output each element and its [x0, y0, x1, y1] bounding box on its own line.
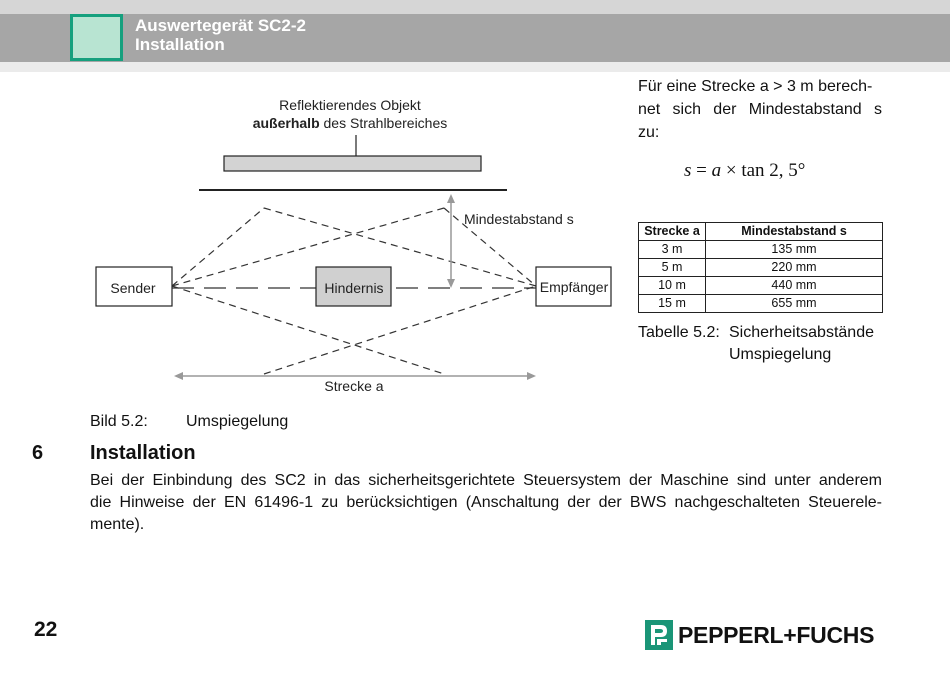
table-caption-line2: Umspiegelung [729, 346, 832, 363]
receiver-box [535, 266, 612, 307]
table-cell: 220 mm [705, 258, 883, 277]
table-header-cell: Mindestabstand s [705, 222, 883, 241]
pf-logo-icon [645, 620, 673, 650]
table-cell: 655 mm [705, 294, 883, 313]
beam-cross-1 [171, 285, 445, 375]
intro-word: der [713, 101, 737, 118]
intro-line-2: net sich der Mindestabstand s [638, 98, 882, 121]
table-caption-label: Tabelle 5.2: [638, 324, 720, 341]
table-header-cell: Strecke a [638, 222, 706, 241]
table-row: 3 m 135 mm [638, 240, 883, 259]
body-line: die Hinweise der EN 61496-1 zu berücksic… [90, 494, 882, 511]
figure-caption-text: Umspiegelung [186, 413, 289, 430]
body-line: Bei der Einbindung des SC2 in das sicher… [90, 472, 882, 489]
mirroring-diagram: Reflektierendes Objekt außerhalb des Str… [95, 97, 612, 394]
body-line: mente). [90, 516, 145, 533]
table-cell: 440 mm [705, 276, 883, 295]
table-cell: 3 m [638, 240, 706, 259]
header-under-strip [0, 62, 950, 72]
intro-word: s [873, 101, 882, 118]
figure-caption-label: Bild 5.2: [90, 413, 148, 430]
table-row: 10 m 440 mm [638, 276, 883, 295]
page-number: 22 [34, 618, 58, 641]
header-accent-square [70, 14, 123, 61]
min-distance-arrowhead-top [447, 194, 455, 203]
table-cell: 135 mm [705, 240, 883, 259]
distance-label: Strecke a [324, 378, 383, 394]
intro-line-3: zu: [638, 124, 660, 141]
table-cell: 10 m [638, 276, 706, 295]
object-label-bold: außerhalb [253, 115, 320, 131]
logo-text: PEPPERL+FUCHS [678, 621, 875, 648]
section-body: Bei der Einbindung des SC2 in das sicher… [90, 470, 882, 536]
header-bar [0, 14, 950, 62]
beam-reflect-1 [171, 207, 445, 287]
formula: s = a × tan 2, 5° [684, 160, 805, 182]
sender-label: Sender [110, 280, 155, 296]
header-subtitle: Installation [135, 35, 225, 54]
formula-equals: = [691, 160, 712, 181]
table-header-row: Strecke a Mindestabstand s [638, 222, 883, 241]
section-title: Installation [90, 442, 196, 464]
object-label-rest: des Strahlbereiches [320, 115, 448, 131]
min-distance-label: Mindestabstand s [464, 211, 574, 227]
safety-distance-table: Strecke a Mindestabstand s 3 m 135 mm 5 … [638, 222, 883, 313]
intro-word: sich [672, 101, 701, 118]
header-top-strip [0, 0, 950, 14]
beam-reflect-2 [443, 207, 537, 287]
beam-cross-2 [263, 285, 537, 375]
intro-word: Mindestabstand [748, 101, 862, 118]
receiver-label: Empfänger [540, 279, 609, 295]
obstacle-box [315, 266, 392, 307]
section-number: 6 [32, 442, 44, 464]
formula-lhs: s [684, 160, 692, 181]
company-logo: PEPPERL+FUCHS [645, 619, 874, 651]
min-distance-arrowhead-bottom [447, 279, 455, 288]
table-cell: 5 m [638, 258, 706, 277]
sender-box [95, 266, 173, 307]
beam-reflect-3 [171, 207, 265, 287]
intro-line-1: Für eine Strecke a > 3 m berech- [638, 78, 873, 95]
table-row: 5 m 220 mm [638, 258, 883, 277]
formula-times: × [721, 160, 742, 181]
distance-arrowhead-right [527, 372, 536, 380]
intro-word: net [638, 101, 661, 118]
table-cell: 15 m [638, 294, 706, 313]
obstacle-label: Hindernis [324, 280, 383, 296]
reflective-object [223, 155, 482, 172]
formula-rhs: tan 2, 5° [741, 160, 806, 181]
object-label-line2: außerhalb des Strahlbereiches [253, 115, 448, 131]
object-label-line1: Reflektierendes Objekt [279, 97, 421, 113]
table-caption-line1: Sicherheitsabstände [729, 324, 874, 341]
distance-arrowhead-left [174, 372, 183, 380]
header-title: Auswertegerät SC2-2 [135, 16, 307, 35]
formula-var: a [711, 160, 722, 181]
table-row: 15 m 655 mm [638, 294, 883, 313]
